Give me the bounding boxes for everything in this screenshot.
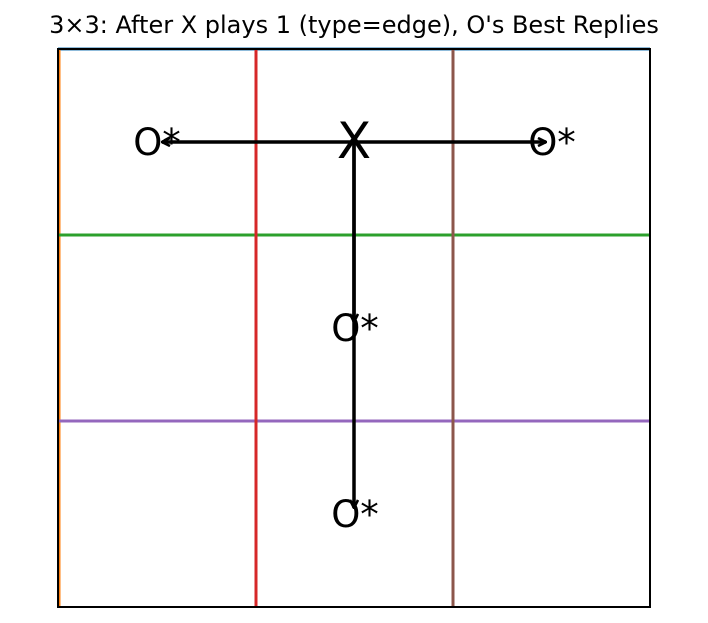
diagram-title: 3×3: After X plays 1 (type=edge), O's Be… <box>49 11 659 39</box>
o-reply-mark: O* <box>528 121 576 164</box>
board-frame <box>57 48 651 608</box>
o-reply-mark: O* <box>331 493 379 536</box>
o-reply-mark: O* <box>133 121 181 164</box>
o-reply-mark: O* <box>331 307 379 350</box>
x-mark: X <box>337 112 371 170</box>
